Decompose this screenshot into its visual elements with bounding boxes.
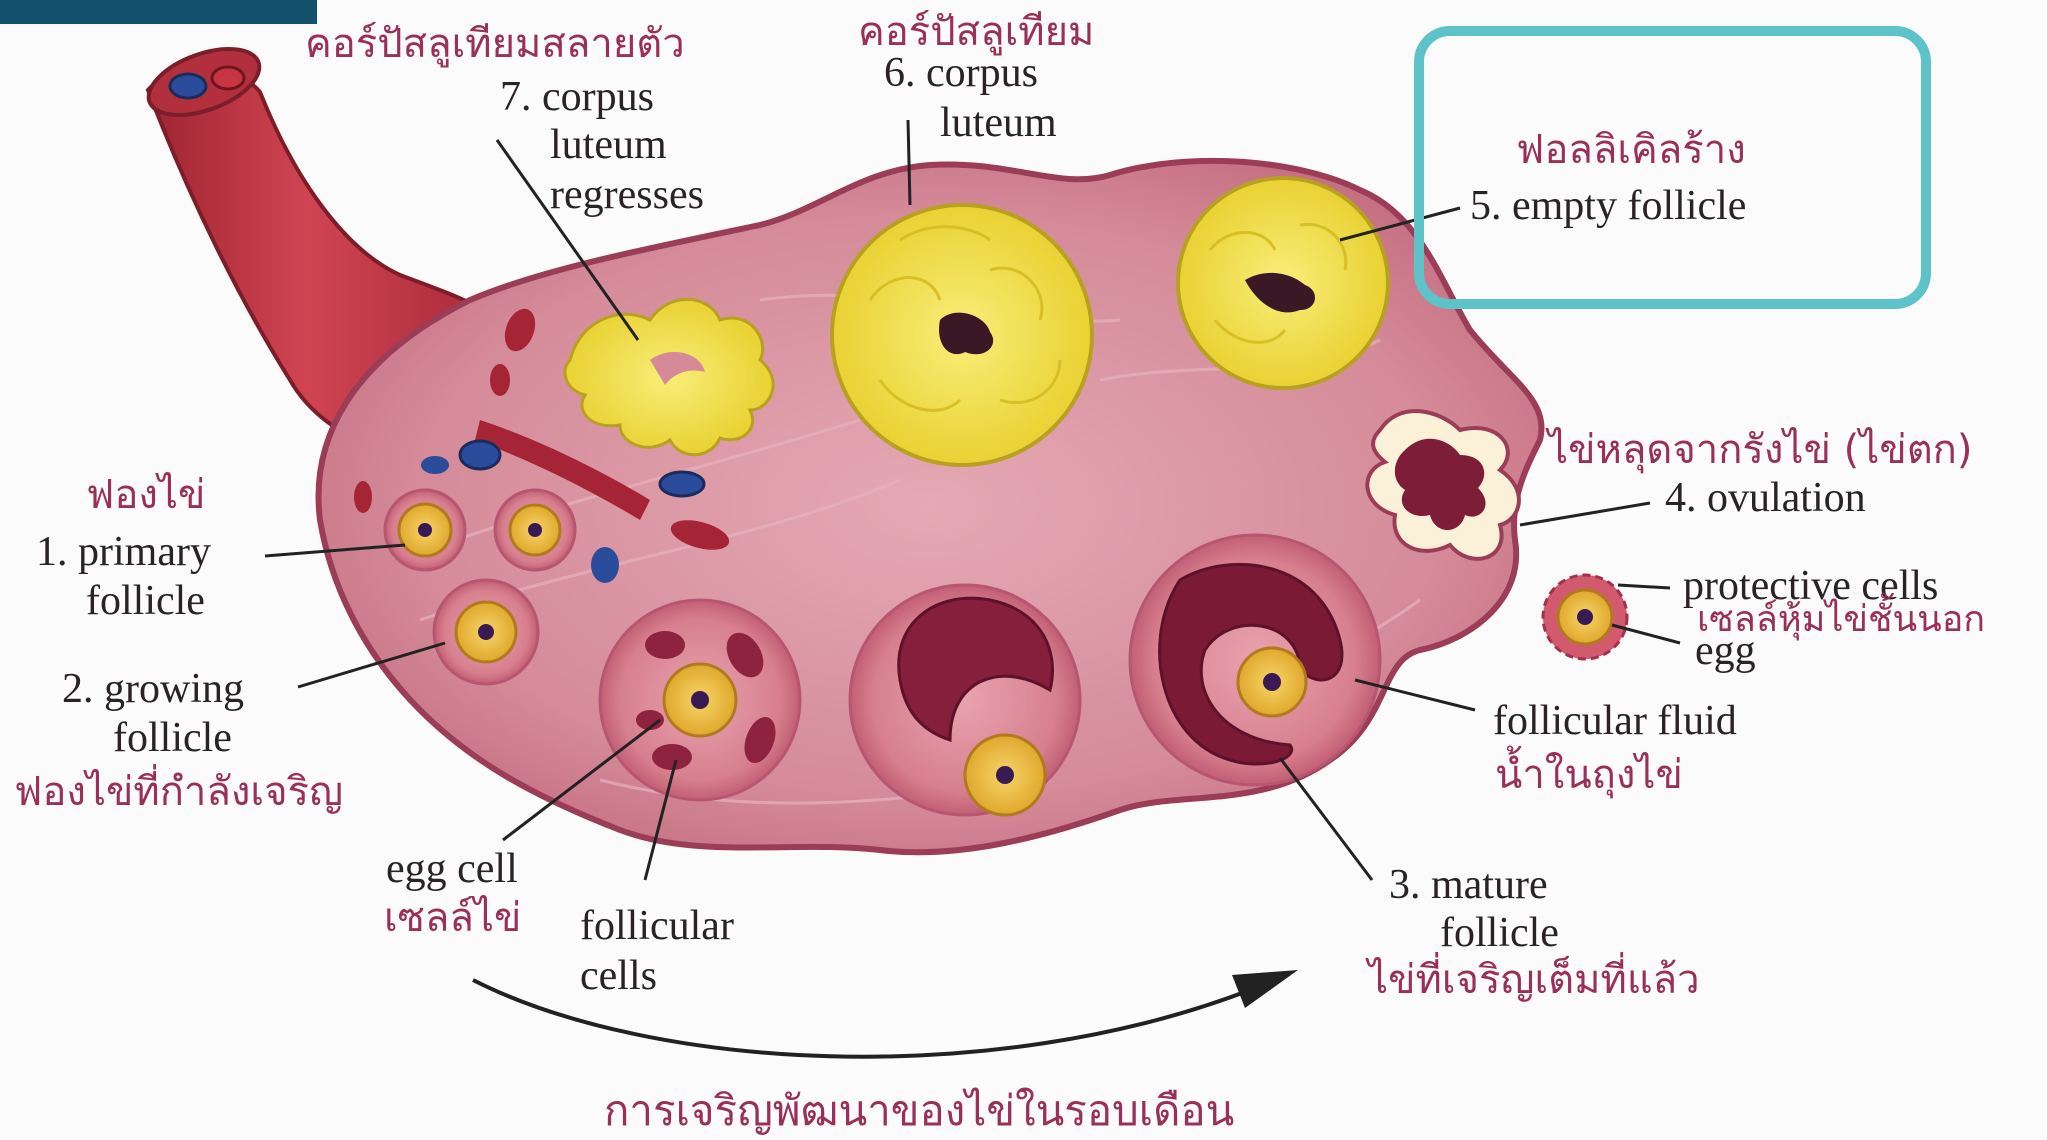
growing-follicle-thai-label: ฟองไข่ที่กำลังเจริญ — [14, 772, 343, 812]
follicular-cells-label-line2: cells — [580, 955, 657, 997]
corpus-luteum-regresses-label-line2: luteum — [550, 124, 667, 166]
egg-cell-thai-label: เซลล์ไข่ — [384, 898, 521, 938]
cycle-caption: การเจริญพัฒนาของไข่ในรอบเดือน — [604, 1090, 1234, 1132]
corpus-luteum-regresses-label-line3: regresses — [550, 174, 704, 216]
egg-cell-label: egg cell — [386, 848, 518, 890]
primary-follicle-thai-label: ฟองไข่ — [86, 475, 205, 515]
follicular-cells-label-line1: follicular — [580, 905, 734, 947]
corpus-luteum-label-line1: 6. corpus — [884, 52, 1038, 94]
antral-follicle — [850, 585, 1080, 815]
primary-follicle-label-line1: 1. primary — [36, 531, 211, 573]
corpus-luteum-thai-label: คอร์ปัสลูเทียม — [858, 12, 1094, 52]
egg-label: egg — [1695, 630, 1756, 672]
growing-follicle-label-line1: 2. growing — [62, 668, 244, 710]
corpus-luteum-label-line2: luteum — [940, 102, 1057, 144]
growing-follicle-label-line2: follicle — [113, 717, 232, 759]
mature-follicle — [1130, 535, 1380, 785]
follicular-fluid-thai-label: น้ำในถุงไข่ — [1495, 755, 1683, 795]
mature-follicle-label-line1: 3. mature — [1389, 864, 1548, 906]
early-antral-follicle — [600, 600, 800, 800]
ovulation-thai-label: ไข่หลุดจากรังไข่ (ไข่ตก) — [1548, 430, 1973, 470]
corpus-luteum — [832, 205, 1092, 465]
mature-follicle-label-line2: follicle — [1440, 912, 1559, 954]
released-egg — [1543, 575, 1627, 659]
empty-follicle — [1178, 178, 1388, 388]
growing-follicle — [434, 580, 538, 684]
ovulation-label: 4. ovulation — [1665, 477, 1866, 519]
corpus-luteum-regresses-thai-label: คอร์ปัสลูเทียมสลายตัว — [305, 24, 685, 64]
header-bar — [0, 0, 317, 24]
follicular-fluid-label: follicular fluid — [1493, 700, 1737, 742]
mature-follicle-thai-label: ไข่ที่เจริญเต็มที่แล้ว — [1368, 960, 1700, 1000]
empty-follicle-label: 5. empty follicle — [1470, 185, 1746, 227]
corpus-luteum-regresses-label-line1: 7. corpus — [500, 76, 654, 118]
empty-follicle-thai-label: ฟอลลิเคิลร้าง — [1516, 130, 1746, 170]
primary-follicle-label-line2: follicle — [86, 580, 205, 622]
